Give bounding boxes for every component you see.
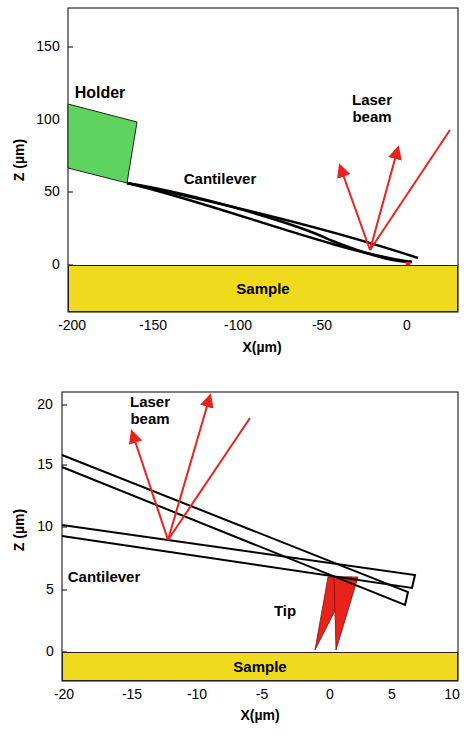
axis-title: X(µm) xyxy=(242,340,281,355)
sample-block: Sample xyxy=(68,265,458,312)
tick-label: -5 xyxy=(256,687,268,702)
sample-block: Sample xyxy=(62,652,458,681)
axis-title: Z (µm) xyxy=(12,139,27,181)
holder xyxy=(68,104,137,183)
tick-label: 5 xyxy=(388,687,396,702)
part-label: Cantilever xyxy=(68,569,141,586)
tick-label: 100 xyxy=(36,112,59,127)
region-label: Sample xyxy=(233,658,286,675)
part-label: Laser beam xyxy=(344,92,400,125)
plot-frame xyxy=(68,8,458,312)
tick-label: 0 xyxy=(46,644,54,659)
tick-label: 10 xyxy=(444,687,460,702)
tick-label: 50 xyxy=(44,184,60,199)
tick-label: 0 xyxy=(403,318,411,333)
plot-frame xyxy=(62,392,458,681)
tick-label: 0 xyxy=(326,687,334,702)
tick-label: -15 xyxy=(122,687,142,702)
tick-label: 15 xyxy=(37,457,53,472)
axis-title: X(µm) xyxy=(240,708,279,723)
tick-label: -200 xyxy=(58,318,86,333)
region-label: Sample xyxy=(236,280,289,297)
laser-beam xyxy=(340,130,450,250)
tick-label: -10 xyxy=(187,687,207,702)
tip xyxy=(315,577,358,650)
tick-label: -20 xyxy=(54,687,74,702)
tick-label: -150 xyxy=(139,318,167,333)
tick-label: -50 xyxy=(312,318,332,333)
tick-label: 5 xyxy=(46,582,54,597)
cantilever xyxy=(127,183,418,262)
part-label: Tip xyxy=(274,603,296,620)
part-label: Cantilever xyxy=(184,171,257,188)
part-label: Laser beam xyxy=(122,394,178,427)
tick-label: 150 xyxy=(36,39,59,54)
tick-label: 10 xyxy=(37,519,53,534)
tick-label: 0 xyxy=(52,257,60,272)
tick-label: 20 xyxy=(37,397,53,412)
axis-title: Z (µm) xyxy=(12,509,27,551)
tick-label: -100 xyxy=(224,318,252,333)
part-label: Holder xyxy=(75,84,126,102)
cantilever xyxy=(62,455,415,605)
